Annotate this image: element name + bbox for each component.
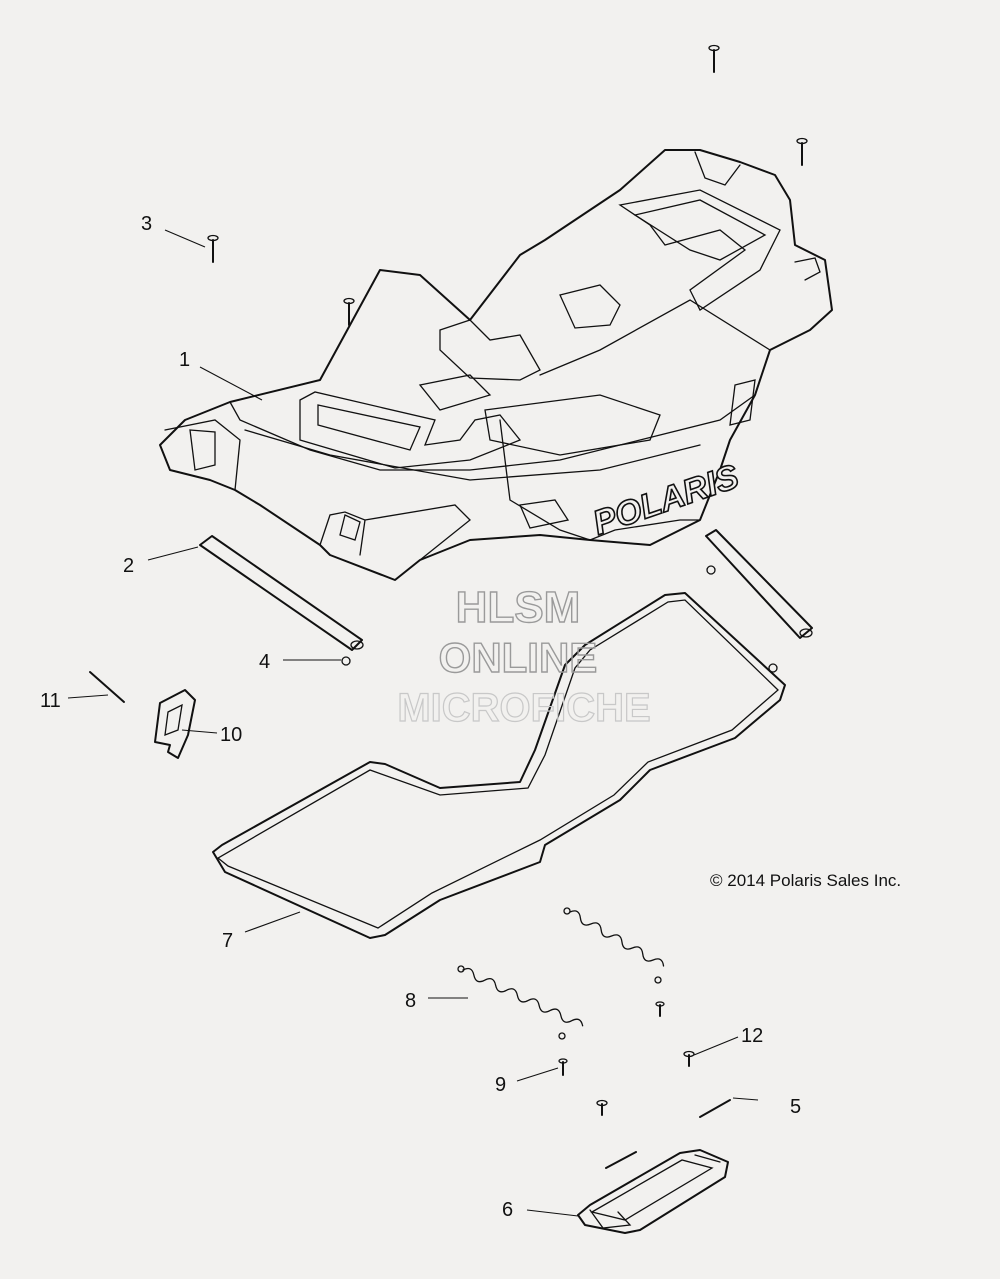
pin-part-11 — [89, 671, 125, 703]
watermark-line-1: HLSM — [456, 583, 581, 632]
screw-top-right — [708, 44, 720, 73]
screw-part-9 — [558, 1058, 568, 1076]
callout-5: 5 — [790, 1096, 801, 1118]
callout-10: 10 — [220, 724, 242, 746]
callout-2: 2 — [123, 555, 134, 577]
screw-near-spring — [655, 1001, 665, 1017]
callout-7: 7 — [222, 930, 233, 952]
rod-small — [605, 1151, 637, 1169]
callout-9: 9 — [495, 1074, 506, 1096]
callout-12: 12 — [741, 1025, 763, 1047]
callout-4: 4 — [259, 651, 270, 673]
tube-left-part-2 — [199, 535, 364, 651]
seal-gasket-part-7 — [212, 592, 786, 939]
latch-bracket-part-10 — [154, 689, 196, 759]
screw-lower-middle — [596, 1099, 608, 1116]
callout-11: 11 — [40, 690, 61, 712]
watermark-line-2: ONLINE — [439, 634, 598, 681]
tube-right — [705, 529, 813, 673]
callout-8: 8 — [405, 990, 416, 1012]
spring-part-8 — [457, 965, 584, 1040]
callout-3: 3 — [141, 213, 152, 235]
watermark: HLSM ONLINE MICROFICHE — [397, 582, 652, 730]
front-cover-panel — [159, 149, 833, 581]
spring-upper — [563, 907, 665, 984]
polaris-logo-text: POLARIS — [588, 457, 744, 542]
screw-part-12 — [683, 1050, 695, 1067]
screw-part-3 — [207, 234, 219, 263]
callout-1: 1 — [179, 349, 190, 371]
copyright-text: © 2014 Polaris Sales Inc. — [710, 871, 901, 890]
rod-part-5 — [699, 1099, 731, 1118]
screw-center-left — [343, 297, 355, 326]
bracket-part-6 — [577, 1149, 729, 1234]
polaris-logo: POLARIS — [587, 457, 744, 544]
watermark-line-3: MICROFICHE — [397, 686, 650, 730]
callout-6: 6 — [502, 1199, 513, 1221]
leader-lines — [67, 229, 759, 1217]
nut-part-4 — [341, 656, 351, 666]
screw-upper-right — [796, 137, 808, 166]
